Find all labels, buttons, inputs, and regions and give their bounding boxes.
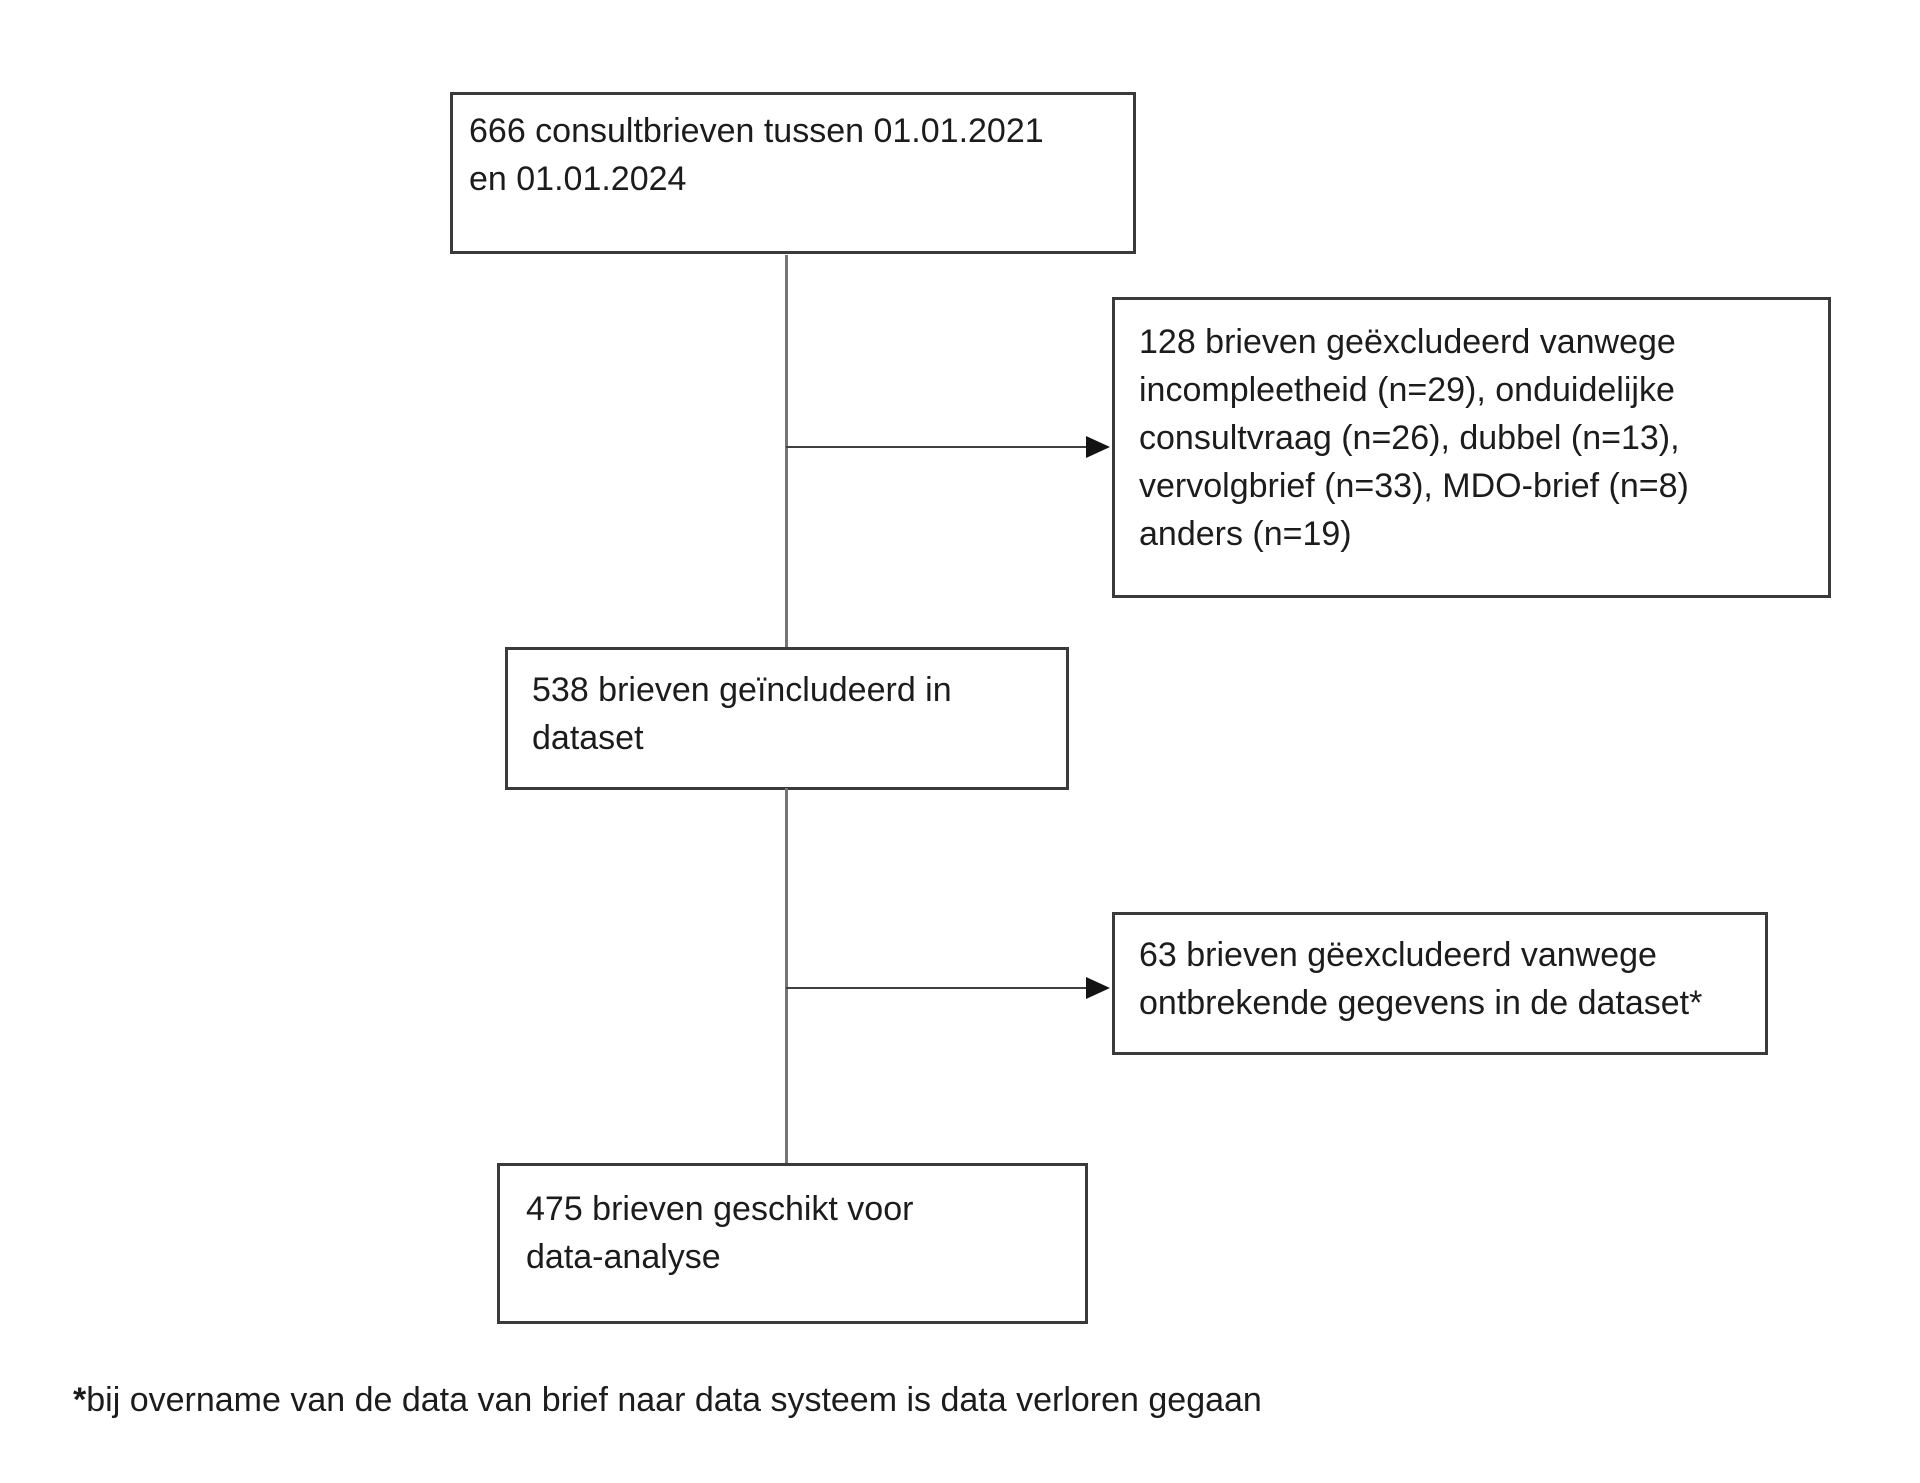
flow-box-text-line: 63 brieven gëexcludeerd vanwege xyxy=(1139,936,1657,974)
flow-box-text-line: 475 brieven geschikt voor xyxy=(526,1190,914,1228)
flow-box-text-line: incompleetheid (n=29), onduidelijke xyxy=(1139,371,1675,409)
flow-box-excluded-second: 63 brieven gëexcludeerd vanwege ontbreke… xyxy=(1112,912,1768,1055)
exclusion-arrow-1-head-icon xyxy=(1086,436,1110,458)
exclusion-arrow-2-head-icon xyxy=(1086,977,1110,999)
flow-box-text-line: 538 brieven geïncludeerd in xyxy=(532,671,952,709)
footnote-asterisk-marker: * xyxy=(73,1381,87,1419)
flow-box-text-line: anders (n=19) xyxy=(1139,515,1352,553)
flow-box-text-line: 128 brieven geëxcludeerd vanwege xyxy=(1139,323,1676,361)
flow-box-suitable-analysis: 475 brieven geschikt voor data-analyse xyxy=(497,1163,1088,1324)
connector-line-vertical-1 xyxy=(785,255,788,649)
flow-box-excluded-first: 128 brieven geëxcludeerd vanwege incompl… xyxy=(1112,297,1831,598)
exclusion-arrow-2-shaft xyxy=(786,987,1088,989)
flow-box-total-letters: 666 consultbrieven tussen 01.01.2021 en … xyxy=(450,92,1136,254)
footnote-text: bij overname van de data van brief naar … xyxy=(86,1381,1262,1419)
flow-box-text-line: 666 consultbrieven tussen 01.01.2021 xyxy=(469,112,1044,150)
flow-box-text-line: data-analyse xyxy=(526,1238,721,1276)
exclusion-arrow-1-shaft xyxy=(786,446,1088,448)
footnote: *bij overname van de data van brief naar… xyxy=(73,1376,1262,1424)
flow-box-text-line: ontbrekende gegevens in de dataset* xyxy=(1139,984,1703,1022)
flow-box-text-line: dataset xyxy=(532,719,644,757)
flow-box-included-dataset: 538 brieven geïncludeerd in dataset xyxy=(505,647,1069,790)
flow-box-text-line: vervolgbrief (n=33), MDO-brief (n=8) xyxy=(1139,467,1689,505)
flow-box-text-line: en 01.01.2024 xyxy=(469,160,687,198)
connector-line-vertical-2 xyxy=(785,788,788,1165)
flow-box-text-line: consultvraag (n=26), dubbel (n=13), xyxy=(1139,419,1680,457)
